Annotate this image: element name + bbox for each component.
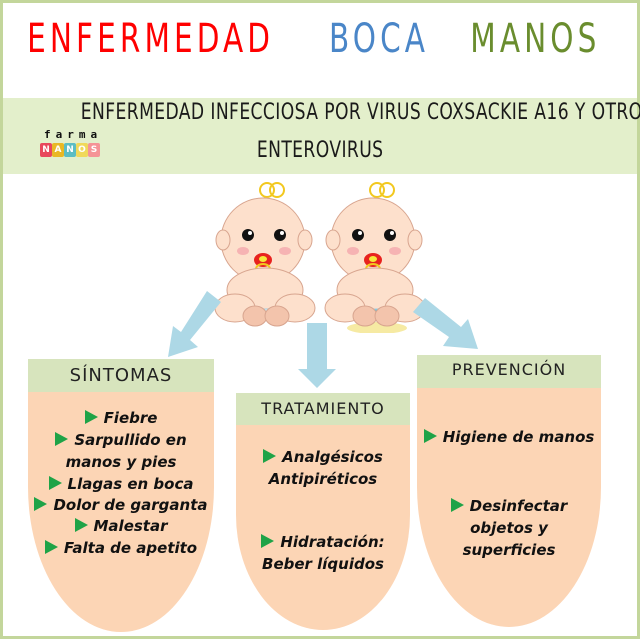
tratamiento-item-cont: Antipiréticos [236, 470, 410, 488]
bullet-triangle-icon [263, 449, 277, 463]
sintomas-item-cont: manos y pies [28, 453, 214, 471]
tratamiento-item: Analgésicos [236, 448, 410, 466]
bullet-triangle-icon [55, 432, 69, 446]
sintomas-item: Dolor de garganta [28, 496, 214, 514]
item-text: Higiene de manos [442, 428, 595, 446]
logo-farma-text: farma [44, 128, 103, 141]
prevencion-item-cont: objetos y [417, 519, 601, 537]
card-prevencion-body [417, 388, 601, 627]
baby-icon [324, 182, 426, 333]
arrow-down-right-icon [413, 298, 478, 349]
card-prevencion: PREVENCIÓN Higiene de manos Desinfectar … [417, 355, 601, 627]
item-text: Sarpullido en [74, 431, 187, 449]
arrow-down-left-icon [168, 291, 221, 357]
card-tratamiento-title: TRATAMIENTO [236, 393, 410, 425]
bullet-triangle-icon [450, 498, 464, 512]
baby-icon [214, 182, 316, 327]
item-text: objetos y [470, 519, 548, 537]
puzzle-piece-icon: A [52, 143, 64, 157]
sintomas-title-text: SÍNTOMAS [69, 365, 173, 386]
subtitle-text-1: ENFERMEDAD INFECCIOSA POR VIRUS COXSACKI… [80, 100, 640, 125]
prevencion-item: Higiene de manos [417, 428, 601, 446]
bullet-triangle-icon [44, 540, 58, 554]
subtitle-band [3, 98, 637, 174]
card-tratamiento: TRATAMIENTO Analgésicos Antipiréticos Hi… [236, 393, 410, 630]
item-text: Falta de apetito [63, 539, 198, 557]
arrow-down-icon [298, 323, 336, 388]
sintomas-item: Falta de apetito [28, 539, 214, 557]
item-text: superficies [462, 541, 556, 559]
bullet-triangle-icon [74, 518, 88, 532]
item-text: manos y pies [65, 453, 177, 471]
farmananos-logo: farma N A N O S [40, 128, 100, 164]
sintomas-item: Sarpullido en [28, 431, 214, 449]
bullet-triangle-icon [261, 534, 275, 548]
bullet-triangle-icon [423, 429, 437, 443]
subtitle-text-2: ENTEROVIRUS [256, 138, 384, 163]
card-prevencion-title: PREVENCIÓN [417, 355, 601, 388]
item-text: Llagas en boca [67, 475, 194, 493]
item-text: Beber líquidos [262, 555, 384, 573]
title-word-manos: MANOS [470, 16, 601, 62]
tratamiento-item-cont: Beber líquidos [236, 555, 410, 573]
poster-title: ENFERMEDAD BOCA MANOS PIES [0, 14, 640, 64]
puzzle-piece-icon: S [88, 143, 100, 157]
title-word-boca: BOCA [328, 16, 429, 62]
tratamiento-item: Hidratación: [236, 533, 410, 551]
item-text: Malestar [93, 517, 168, 535]
babies-illustration-icon [214, 182, 426, 333]
puzzle-piece-icon: O [76, 143, 88, 157]
tratamiento-title-text: TRATAMIENTO [261, 399, 385, 418]
sintomas-item: Malestar [28, 517, 214, 535]
card-sintomas-title: SÍNTOMAS [28, 359, 214, 392]
item-text: Desinfectar [469, 497, 568, 515]
prevencion-item: Desinfectar [417, 497, 601, 515]
bullet-triangle-icon [84, 410, 98, 424]
subtitle-line-2: ENTEROVIRUS [0, 138, 640, 163]
item-text: Antipiréticos [268, 470, 378, 488]
bullet-triangle-icon [48, 476, 62, 490]
prevencion-title-text: PREVENCIÓN [451, 360, 567, 379]
sintomas-item: Llagas en boca [28, 475, 214, 493]
item-text: Analgésicos [282, 448, 383, 466]
subtitle-line-1: ENFERMEDAD INFECCIOSA POR VIRUS COXSACKI… [0, 100, 640, 125]
prevencion-item-cont: superficies [417, 541, 601, 559]
logo-puzzle-pieces: N A N O S [40, 143, 100, 157]
item-text: Dolor de garganta [53, 496, 208, 514]
sintomas-item: Fiebre [28, 409, 214, 427]
puzzle-piece-icon: N [40, 143, 52, 157]
bullet-triangle-icon [34, 497, 48, 511]
item-text: Hidratación: [280, 533, 385, 551]
card-sintomas: SÍNTOMAS Fiebre Sarpullido en manos y pi… [28, 359, 214, 632]
puzzle-piece-icon: N [64, 143, 76, 157]
item-text: Fiebre [103, 409, 158, 427]
title-word-enfermedad: ENFERMEDAD [27, 16, 275, 62]
